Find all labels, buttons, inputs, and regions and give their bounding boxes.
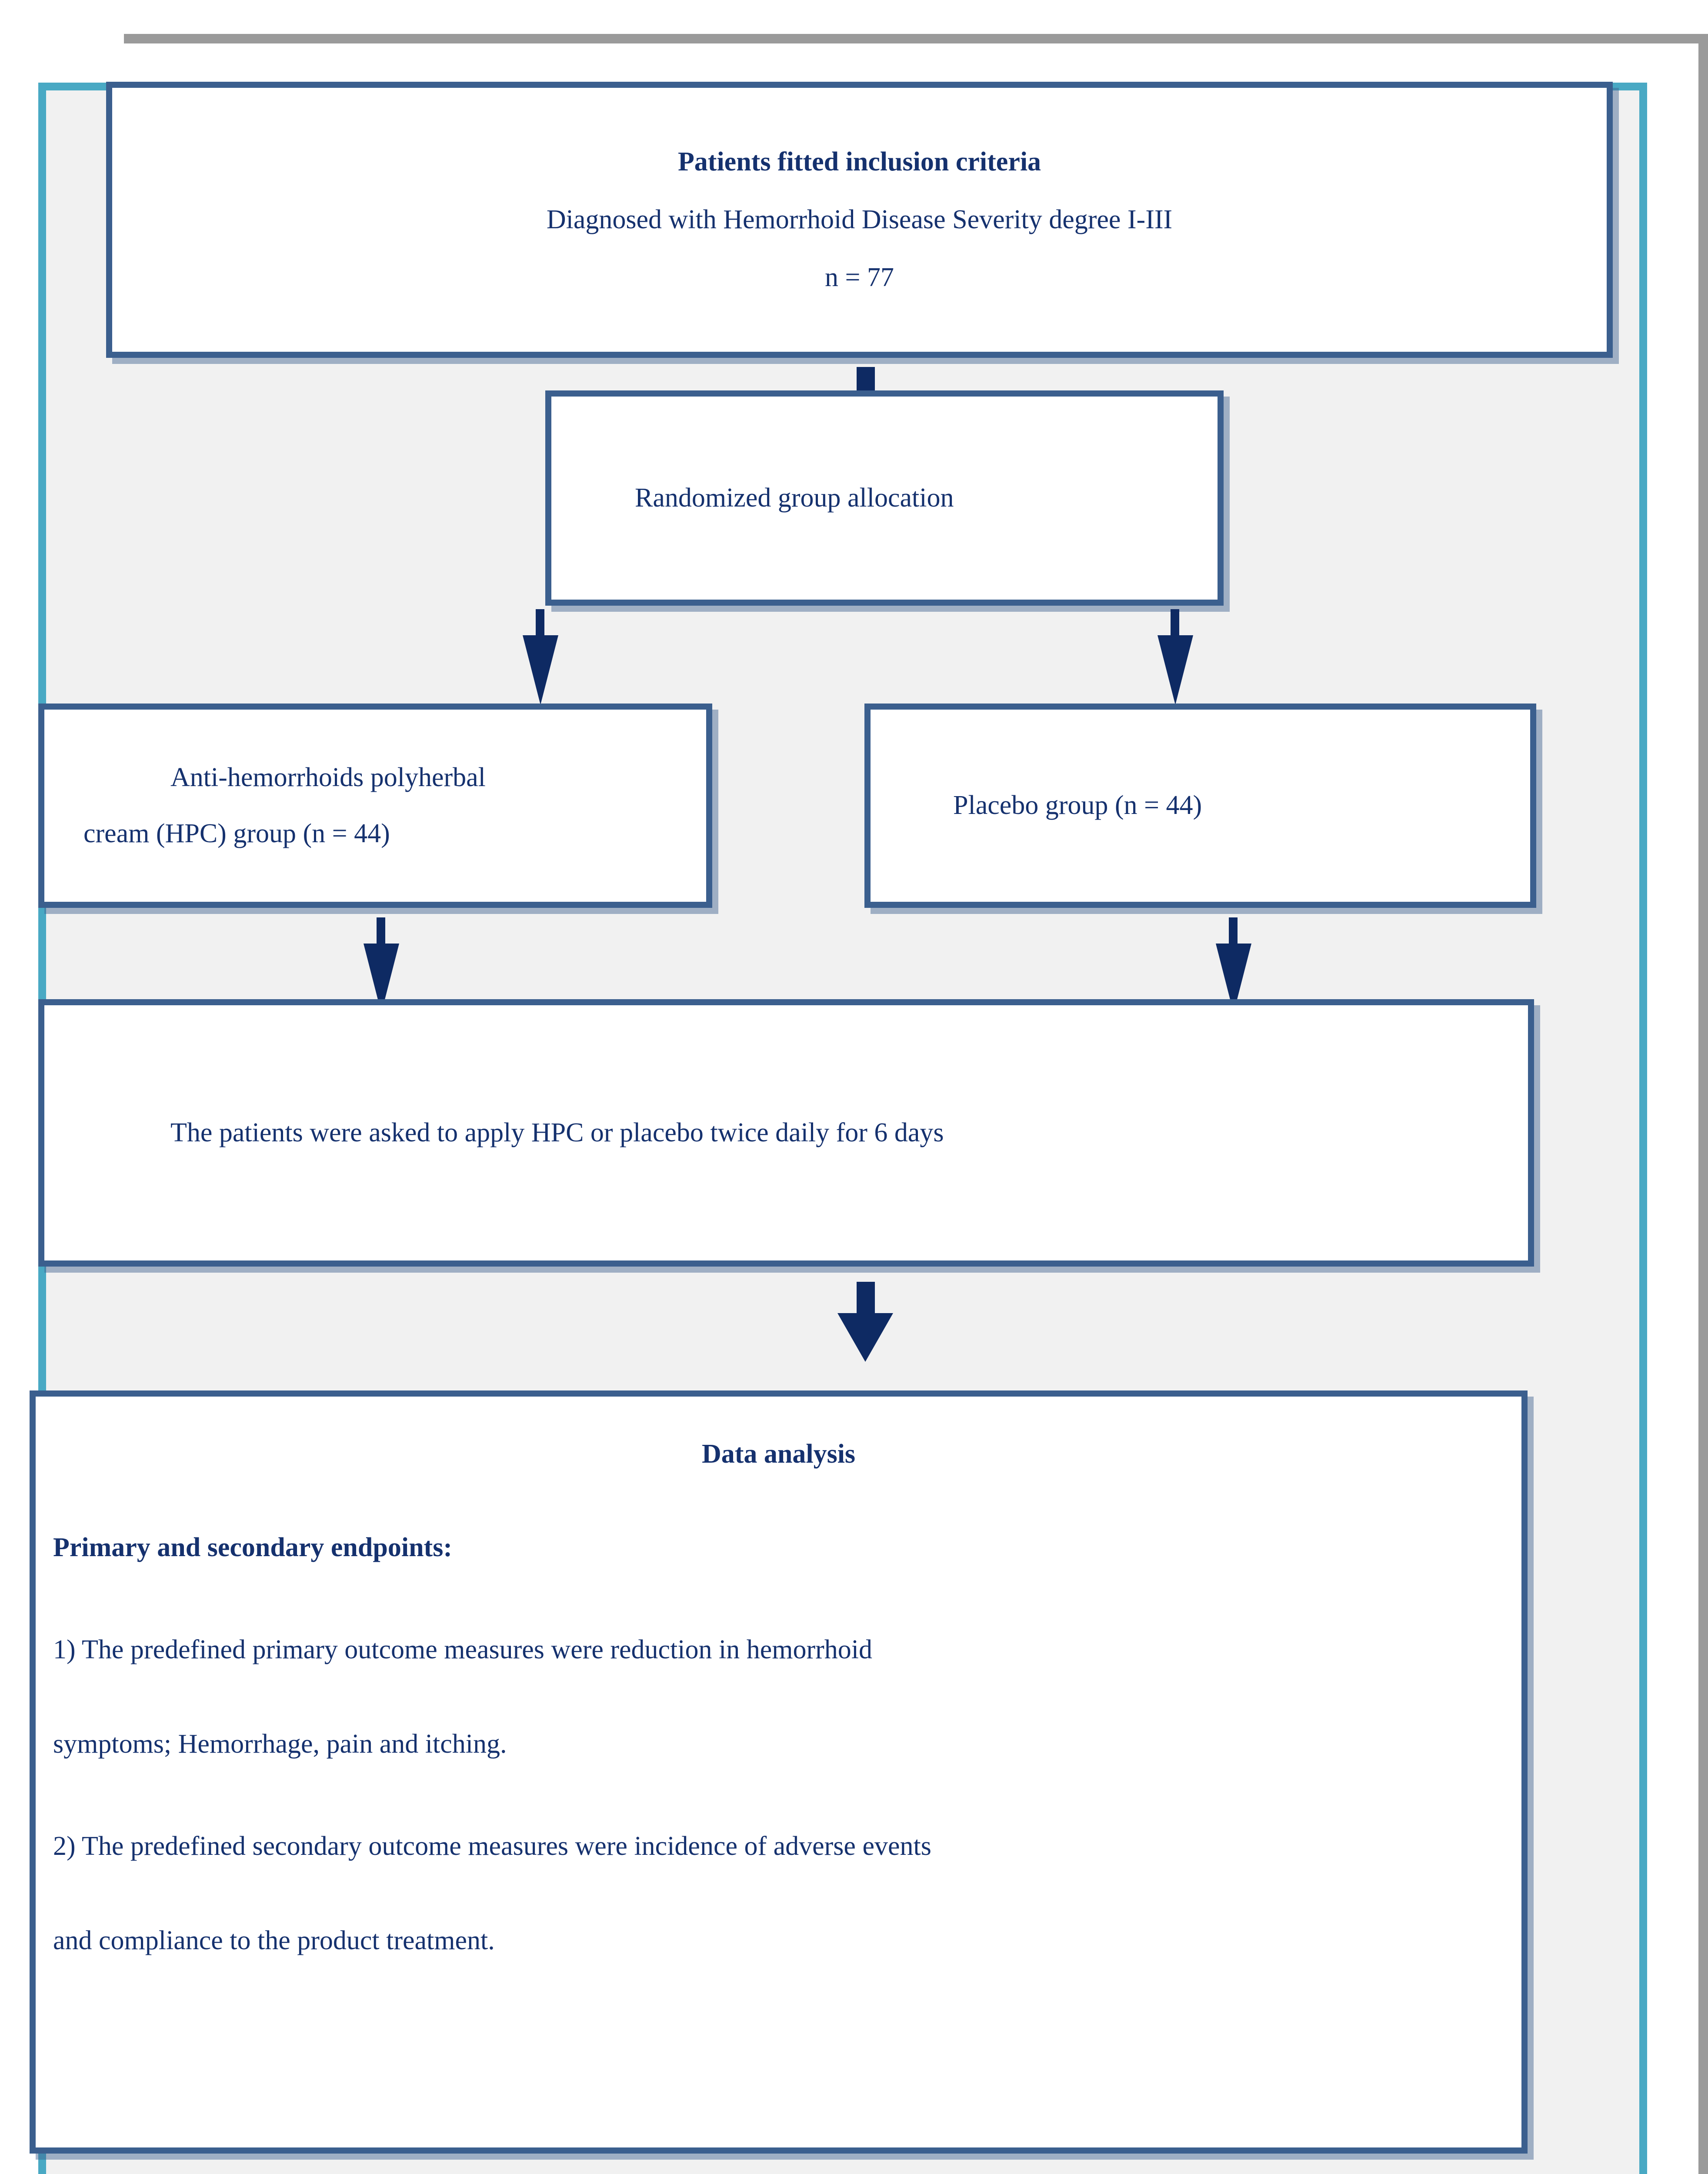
node-inclusion-criteria: Patients fitted inclusion criteria Diagn… <box>106 82 1613 358</box>
arrow-stem <box>377 917 385 944</box>
data-analysis-item1-l2: symptoms; Hemorrhage, pain and itching. <box>53 1729 507 1759</box>
application-label: The patients were asked to apply HPC or … <box>170 1117 944 1147</box>
inclusion-title: Patients fitted inclusion criteria <box>677 147 1041 177</box>
hpc-group-line1: Anti-hemorrhoids polyherbal <box>170 762 486 792</box>
page-rule-top <box>124 34 1708 43</box>
flowchart-canvas: Patients fitted inclusion criteria Diagn… <box>30 82 1647 2174</box>
node-hpc-group: Anti-hemorrhoids polyherbal cream (HPC) … <box>38 704 712 908</box>
arrow-stem <box>1229 917 1238 944</box>
inclusion-diagnosis: Diagnosed with Hemorrhoid Disease Severi… <box>546 204 1173 234</box>
arrow-head <box>1158 635 1193 705</box>
arrow-head <box>523 635 558 705</box>
arrow-stem <box>536 609 544 635</box>
randomized-label: Randomized group allocation <box>635 483 954 513</box>
data-analysis-subtitle: Primary and secondary endpoints: <box>53 1533 452 1563</box>
node-randomized-allocation: Randomized group allocation <box>545 390 1224 606</box>
node-placebo-group: Placebo group (n = 44) <box>864 704 1536 908</box>
node-application-instructions: The patients were asked to apply HPC or … <box>38 999 1534 1267</box>
data-analysis-title: Data analysis <box>701 1439 856 1469</box>
inclusion-n: n = 77 <box>825 263 894 293</box>
data-analysis-item2-l2: and compliance to the product treatment. <box>53 1926 495 1956</box>
hpc-group-line2: cream (HPC) group (n = 44) <box>83 819 390 848</box>
arrow-stem <box>857 1282 875 1313</box>
placebo-group-label: Placebo group (n = 44) <box>953 790 1202 820</box>
node-data-analysis: Data analysis Primary and secondary endp… <box>30 1390 1528 2154</box>
page-rule-right <box>1698 34 1708 2174</box>
arrow-stem <box>1171 609 1179 635</box>
data-analysis-item2-l1: 2) The predefined secondary outcome meas… <box>53 1831 931 1861</box>
data-analysis-item1-l1: 1) The predefined primary outcome measur… <box>53 1635 873 1665</box>
arrow-head <box>837 1313 893 1362</box>
